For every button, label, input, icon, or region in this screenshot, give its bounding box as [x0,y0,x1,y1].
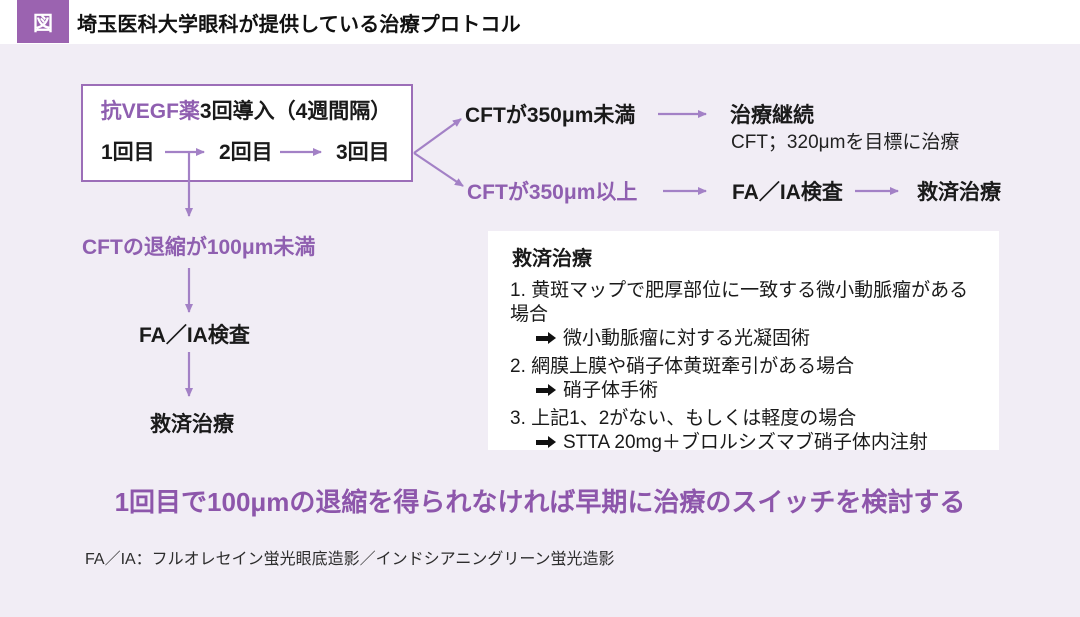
continue-treatment: 治療継続 [730,104,814,127]
step-injection-1: 1回目 [101,141,155,164]
continue-treatment-note: CFT；320μmを目標に治療 [731,132,960,153]
black-arrow-icon [536,332,556,345]
black-arrow-icon [536,384,556,397]
rescue-action-2-text: 硝子体手術 [563,380,659,401]
rescue-case-1: 1. 黄斑マップで肥厚部位に一致する微小動脈瘤がある場合 [510,280,969,325]
step-injection-2: 2回目 [219,141,273,164]
rescue-action-1-text: 微小動脈瘤に対する光凝固術 [563,328,811,349]
anti-vegf-induction-title: 抗VEGF薬3回導入（4週間隔） [83,101,409,122]
arrow-fork-down [413,152,464,187]
rescue-treatment-detail-box: 救済治療 1. 黄斑マップで肥厚部位に一致する微小動脈瘤がある場合 微小動脈瘤に… [488,231,999,453]
rescue-box-heading: 救済治療 [512,248,592,270]
condition-cft-under-350: CFTが350μm未満 [465,104,636,127]
page-title: 埼玉医科大学眼科が提供している治療プロトコル [77,13,521,36]
rescue-action-3-text: STTA 20mg＋ブロルシズマブ硝子体内注射 [563,432,928,453]
anti-vegf-rest: 3回導入（4週間隔） [199,100,392,123]
left-rescue-treatment: 救済治療 [150,413,234,436]
black-arrow-icon [536,436,556,449]
anti-vegf-highlight: 抗VEGF薬 [100,100,200,123]
rescue-case-3: 3. 上記1、2がない、もしくは軽度の場合 [510,408,857,429]
rescue-action-1: 微小動脈瘤に対する光凝固術 [510,327,985,351]
footnote-abbreviations: FA／IA：フルオレセイン蛍光眼底造影／インドシアニングリーン蛍光造影 [85,551,615,568]
rescue-action-2: 硝子体手術 [510,379,985,403]
key-message: 1回目で100μmの退縮を得られなければ早期に治療のスイッチを検討する [114,487,966,517]
step-injection-3: 3回目 [336,141,390,164]
right-rescue-treatment: 救済治療 [917,181,1001,204]
rescue-case-2: 2. 網膜上膜や硝子体黄斑牽引がある場合 [510,356,855,377]
figure-badge: 図 [17,0,69,43]
left-fa-ia-exam: FA／IA検査 [139,324,250,347]
condition-cft-regression-under-100: CFTの退縮が100μm未満 [82,236,316,259]
arrow-fork-up [413,118,462,154]
rescue-action-3: STTA 20mg＋ブロルシズマブ硝子体内注射 [510,431,985,455]
condition-cft-over-350: CFTが350μm以上 [467,181,638,204]
right-fa-ia-exam: FA／IA検査 [732,181,843,204]
header-bar: 図 埼玉医科大学眼科が提供している治療プロトコル [0,0,1080,44]
anti-vegf-induction-box [81,84,413,182]
